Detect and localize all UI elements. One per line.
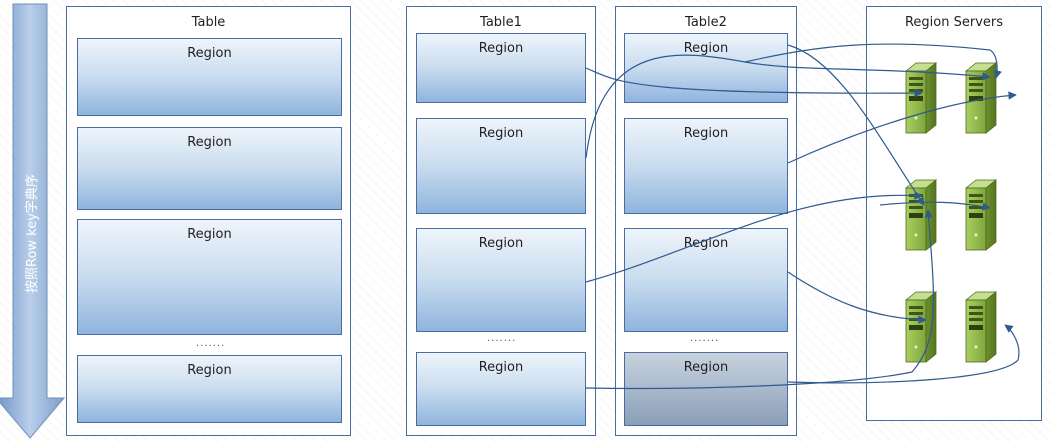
arrow-t1r1: [585, 67, 923, 98]
table2-region-3: Region: [624, 228, 788, 332]
arrow-t1last: [585, 209, 935, 390]
table1-region-3: Region: [416, 228, 586, 332]
table1-last-region: Region: [416, 352, 586, 426]
region-servers-panel: Region Servers: [866, 6, 1042, 421]
table-ellipsis: .......: [196, 338, 226, 349]
table1-ellipsis: .......: [487, 333, 517, 344]
arrow-t2r2: [787, 91, 1017, 164]
table-region-3: Region: [77, 219, 342, 335]
table2-region-1: Region: [624, 33, 788, 103]
table-region-2: Region: [77, 127, 342, 210]
table-title: Table: [191, 15, 226, 30]
table2-region-2: Region: [624, 118, 788, 214]
table2-ellipsis: .......: [690, 333, 720, 344]
table-last-region: Region: [77, 355, 342, 423]
arrow-t2r-mid: [744, 43, 1002, 79]
arrow-t1r3-right: [879, 201, 991, 211]
arrow-t2last: [787, 324, 1020, 384]
table-region-1: Region: [77, 38, 342, 116]
arrow-t2r3: [787, 271, 927, 324]
arrow-t2r1: [787, 44, 925, 206]
table1-title: Table1: [480, 15, 522, 30]
row-key-order-arrow: [0, 3, 66, 439]
table1-region-1: Region: [416, 33, 586, 103]
table2-title: Table2: [685, 15, 727, 30]
arrow-t1r2: [585, 54, 991, 159]
table1-region-2: Region: [416, 118, 586, 214]
arrow-t1r3: [585, 191, 923, 283]
region-servers-title: Region Servers: [904, 15, 1004, 30]
